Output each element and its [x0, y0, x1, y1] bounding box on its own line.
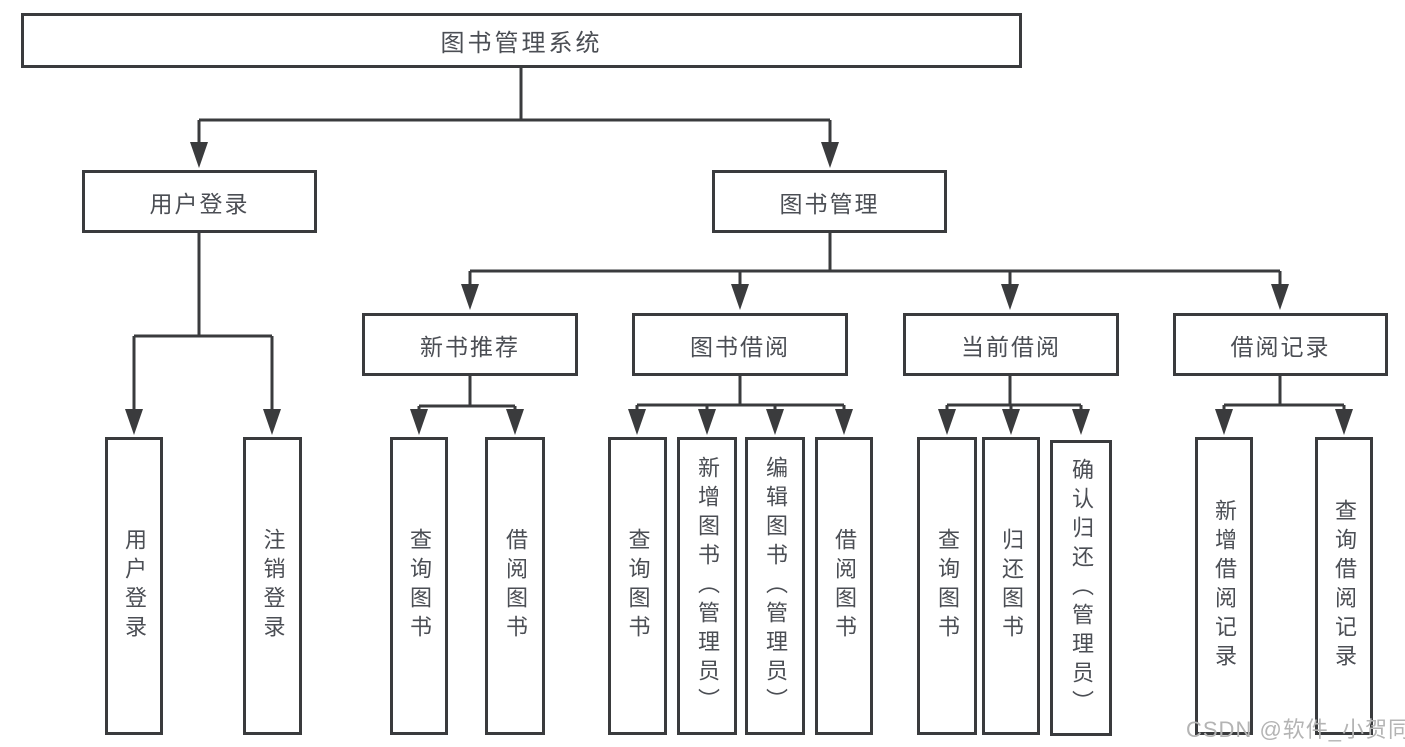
- leaf-borrow-books-label: 借阅图书: [832, 528, 857, 644]
- csdn-watermark: CSDN @软件_小贺同学: [1186, 717, 1405, 742]
- leaf-user-login-label: 用户登录: [122, 528, 147, 644]
- leaf-query-borrow-record-label: 查询借阅记录: [1332, 499, 1357, 673]
- leaf-edit-books-admin-label: 编辑图书（管理员）: [763, 455, 788, 717]
- leaf-query-books-current-label: 查询图书: [935, 528, 960, 644]
- leaf-user-login: 用户登录: [105, 437, 163, 735]
- leaf-return-books: 归还图书: [982, 437, 1040, 735]
- node-book-management: 图书管理: [712, 170, 947, 233]
- node-book-borrow: 图书借阅: [632, 313, 848, 376]
- node-new-book-recommend: 新书推荐: [362, 313, 578, 376]
- leaf-query-books-borrow: 查询图书: [608, 437, 667, 735]
- leaf-query-books-recommend: 查询图书: [390, 437, 448, 735]
- leaf-query-books-recommend-label: 查询图书: [407, 528, 432, 644]
- leaf-logout-label: 注销登录: [260, 528, 286, 644]
- node-borrow-records: 借阅记录: [1173, 313, 1388, 376]
- leaf-edit-books-admin: 编辑图书（管理员）: [745, 437, 805, 735]
- leaf-confirm-return-admin-label: 确认归还（管理员）: [1069, 457, 1094, 719]
- node-current-borrow: 当前借阅: [903, 313, 1119, 376]
- leaf-add-borrow-record: 新增借阅记录: [1195, 437, 1253, 735]
- leaf-borrow-books-recommend: 借阅图书: [485, 437, 545, 735]
- leaf-add-books-admin: 新增图书（管理员）: [677, 437, 737, 735]
- leaf-logout: 注销登录: [243, 437, 302, 735]
- leaf-query-books-borrow-label: 查询图书: [625, 528, 651, 644]
- leaf-confirm-return-admin: 确认归还（管理员）: [1050, 440, 1112, 736]
- leaf-add-books-admin-label: 新增图书（管理员）: [695, 455, 720, 717]
- leaf-query-books-current: 查询图书: [917, 437, 977, 735]
- node-user-login: 用户登录: [82, 170, 317, 233]
- leaf-query-borrow-record: 查询借阅记录: [1315, 437, 1373, 735]
- leaf-add-borrow-record-label: 新增借阅记录: [1212, 499, 1237, 673]
- leaf-borrow-books: 借阅图书: [815, 437, 873, 735]
- node-library-management-system: 图书管理系统: [21, 13, 1022, 68]
- leaf-borrow-books-recommend-label: 借阅图书: [503, 528, 528, 644]
- leaf-return-books-label: 归还图书: [999, 528, 1024, 644]
